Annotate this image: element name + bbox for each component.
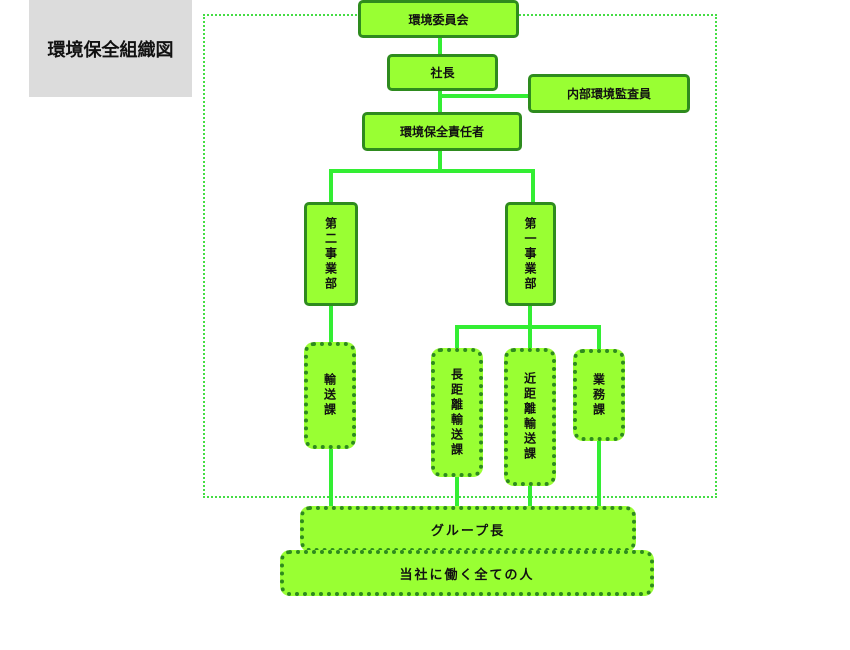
- short-distance-box: 近距離輸送課: [504, 348, 556, 486]
- auditor-label: 内部環境監査員: [566, 87, 651, 101]
- env-manager-label: 環境保全責任者: [399, 125, 484, 139]
- all-staff-box: 当社に働く全ての人: [280, 550, 654, 596]
- committee-box: 環境委員会: [358, 0, 519, 38]
- group-leader-box: グループ長: [300, 506, 636, 552]
- auditor-box: 内部環境監査員: [528, 74, 690, 113]
- all-staff-label: 当社に働く全ての人: [399, 567, 535, 583]
- president-box: 社長: [387, 54, 498, 91]
- title-box: 環境保全組織図: [29, 0, 192, 97]
- transport-label: 輸送課: [322, 373, 337, 418]
- long-distance-box: 長距離輸送課: [431, 348, 483, 477]
- division2-box: 第二事業部: [304, 202, 358, 306]
- short-distance-label: 近距離輸送課: [522, 372, 537, 462]
- group-leader-label: グループ長: [430, 523, 506, 539]
- transport-box: 輸送課: [304, 342, 356, 449]
- committee-label: 環境委員会: [408, 12, 469, 27]
- business-box: 業務課: [573, 349, 625, 441]
- line-manager-divisions: [329, 169, 535, 205]
- division1-box: 第一事業部: [505, 202, 556, 306]
- division2-label: 第二事業部: [323, 216, 338, 292]
- diagram-title: 環境保全組織図: [47, 40, 174, 61]
- env-manager-box: 環境保全責任者: [362, 112, 522, 151]
- president-label: 社長: [430, 66, 455, 80]
- division1-label: 第一事業部: [523, 216, 537, 292]
- business-label: 業務課: [591, 372, 606, 418]
- long-distance-label: 長距離輸送課: [449, 367, 464, 458]
